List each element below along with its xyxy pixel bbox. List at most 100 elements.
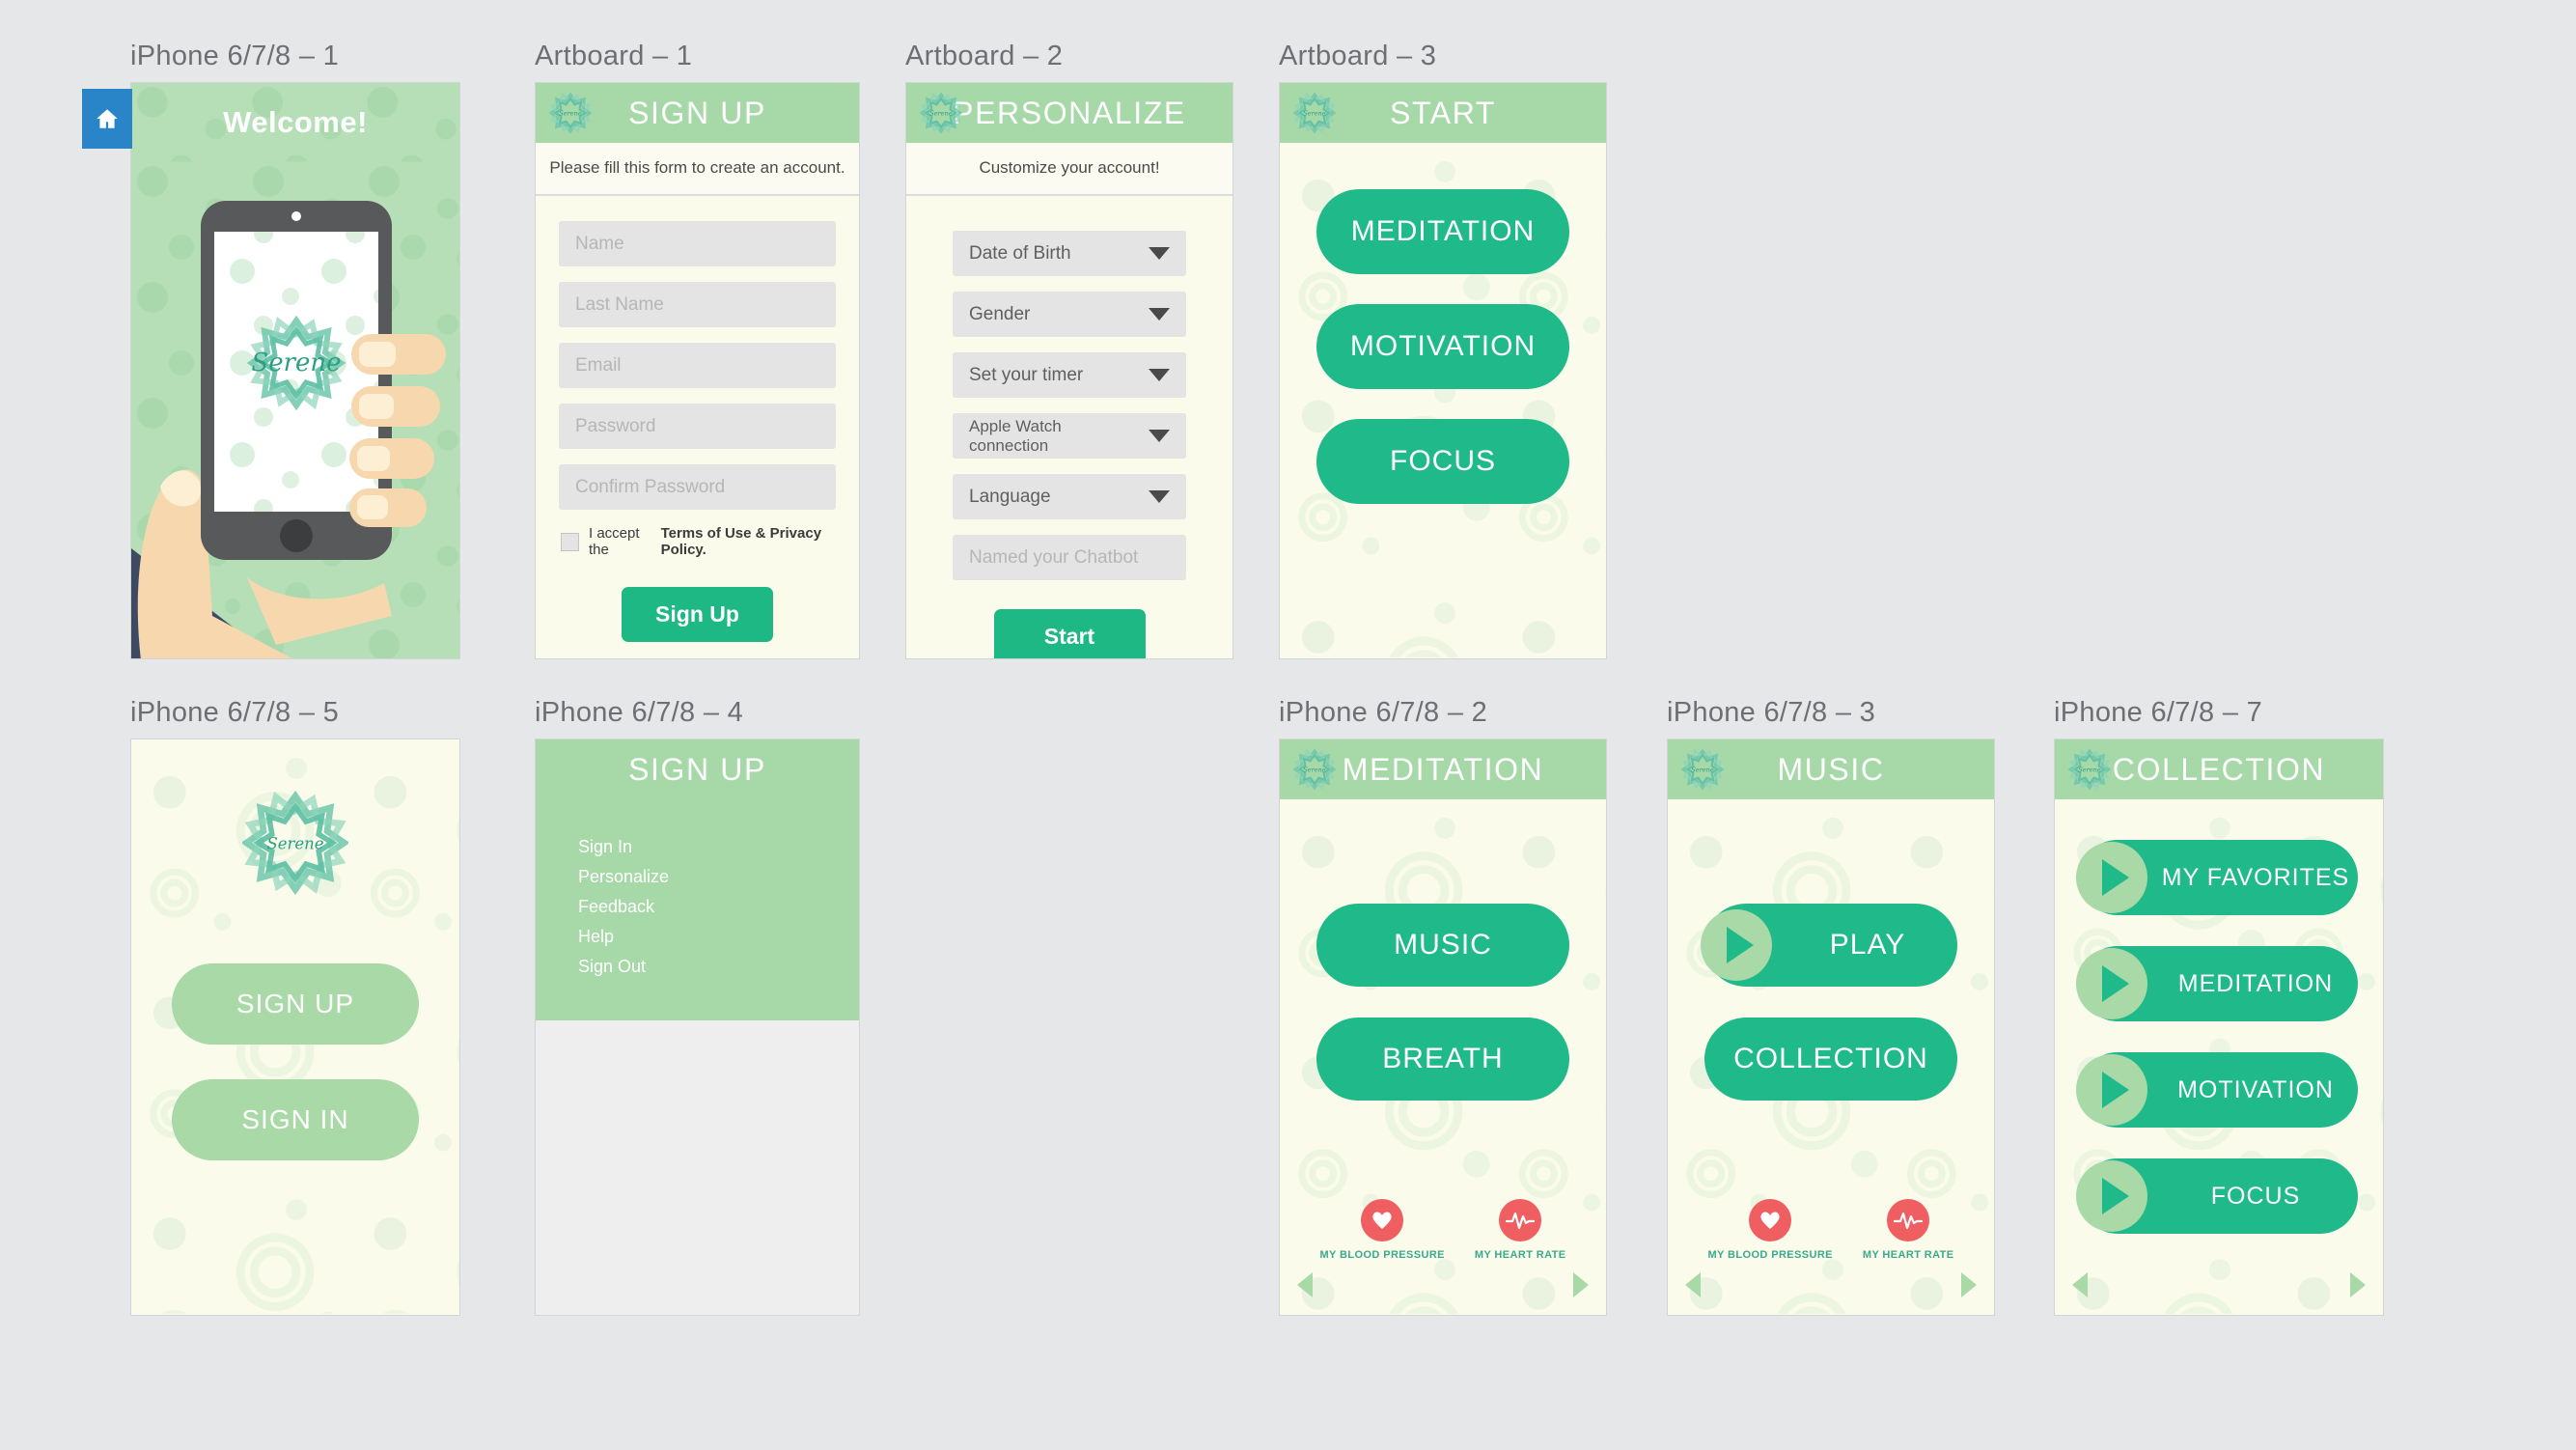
play-icon	[1701, 909, 1772, 981]
next-arrow-icon[interactable]	[1573, 1272, 1589, 1297]
menu-item-feedback[interactable]: Feedback	[578, 897, 655, 916]
artboard-label: Artboard – 3	[1279, 41, 1437, 71]
email-input[interactable]: Email	[559, 343, 836, 388]
chatbot-name-input[interactable]: Named your Chatbot	[953, 535, 1186, 580]
collection-body: MY FAVORITES MEDITATION MOTIVATION FOCUS	[2055, 799, 2383, 1315]
motivation-button[interactable]: MOTIVATION	[1316, 304, 1569, 389]
serene-logo-icon: Serene	[1293, 92, 1336, 134]
chevron-down-icon	[1149, 490, 1170, 503]
motivation-button[interactable]: MOTIVATION	[2076, 1052, 2358, 1128]
header-title: MEDITATION	[1342, 751, 1544, 787]
menu-item-help[interactable]: Help	[578, 927, 615, 946]
meditation-body: MUSIC BREATH MY BLOOD PRESSURE	[1280, 799, 1606, 1315]
next-arrow-icon[interactable]	[1961, 1272, 1977, 1297]
button-label: PLAY	[1829, 929, 1906, 961]
menu-list: Sign In Personalize Feedback Help Sign O…	[536, 799, 859, 1020]
terms-row: I accept the Terms of Use & Privacy Poli…	[561, 525, 836, 558]
meditation-button[interactable]: MEDITATION	[1316, 189, 1569, 274]
home-badge[interactable]	[82, 89, 132, 149]
sign-up-button[interactable]: Sign Up	[622, 587, 773, 642]
button-label: FOCUS	[1390, 445, 1496, 477]
button-label: MEDITATION	[1350, 215, 1536, 247]
welcome-screen: Welcome!	[130, 82, 460, 659]
heart-rate-shortcut[interactable]: MY HEART RATE	[1475, 1199, 1566, 1261]
previous-arrow-icon[interactable]	[2072, 1272, 2088, 1297]
breath-button[interactable]: BREATH	[1316, 1018, 1569, 1101]
svg-text:Serene: Serene	[1691, 767, 1714, 774]
collection-button[interactable]: COLLECTION	[1704, 1018, 1957, 1101]
svg-text:Serene: Serene	[929, 110, 953, 118]
serene-logo-icon: Serene	[1293, 748, 1336, 791]
blood-pressure-shortcut[interactable]: MY BLOOD PRESSURE	[1319, 1199, 1445, 1261]
header-title: MUSIC	[1777, 751, 1885, 787]
button-label: MUSIC	[1394, 929, 1492, 961]
button-label: FOCUS	[2210, 1182, 2301, 1210]
artboard-label: Artboard – 2	[905, 41, 1064, 71]
chevron-down-icon	[1149, 247, 1170, 260]
artboard-personalize: Artboard – 2 Serene PERSONALIZE Customiz…	[905, 41, 1233, 659]
health-shortcuts: MY BLOOD PRESSURE MY HEART RATE	[1280, 1199, 1606, 1261]
sign-in-button[interactable]: SIGN IN	[172, 1079, 419, 1160]
select-label: Gender	[969, 303, 1031, 324]
artboard-label: iPhone 6/7/8 – 1	[130, 41, 340, 71]
previous-arrow-icon[interactable]	[1685, 1272, 1701, 1297]
music-button[interactable]: MUSIC	[1316, 904, 1569, 987]
name-input[interactable]: Name	[559, 221, 836, 266]
artboard-iphone-1: iPhone 6/7/8 – 1 Welcome!	[82, 41, 460, 659]
terms-checkbox[interactable]	[561, 532, 579, 551]
start-header: Serene START	[1280, 83, 1606, 143]
menu-item-sign-in[interactable]: Sign In	[578, 837, 633, 856]
shortcut-label: MY HEART RATE	[1474, 1249, 1566, 1261]
menu-item-personalize[interactable]: Personalize	[578, 867, 670, 886]
shortcut-label: MY BLOOD PRESSURE	[1707, 1249, 1833, 1261]
signup-form: Name Last Name Email Password Confirm Pa…	[536, 196, 859, 658]
artboard-signup: Artboard – 1 Serene SIGN UP Please fill …	[535, 41, 860, 659]
personalize-form: Date of Birth Gender Set your timer Appl…	[906, 196, 1233, 658]
gender-select[interactable]: Gender	[953, 292, 1186, 337]
meditation-header: Serene MEDITATION	[1280, 739, 1606, 799]
sign-up-button[interactable]: SIGN UP	[172, 963, 419, 1045]
header-title: SIGN UP	[628, 95, 766, 130]
heart-icon	[1749, 1199, 1792, 1241]
select-label: Apple Watch connection	[969, 416, 1062, 455]
button-label: COLLECTION	[1733, 1043, 1928, 1074]
button-label: SIGN IN	[241, 1104, 349, 1134]
shortcut-label: MY HEART RATE	[1862, 1249, 1954, 1261]
menu-header: SIGN UP	[536, 739, 859, 799]
signup-screen: Serene SIGN UP Please fill this form to …	[535, 82, 860, 659]
menu-item-sign-out[interactable]: Sign Out	[578, 957, 647, 976]
phone-illustration: Serene	[131, 162, 459, 658]
serene-logo-icon: Serene	[920, 92, 962, 134]
menu-screen: SIGN UP Sign In Personalize Feedback Hel…	[535, 739, 860, 1316]
heart-rate-shortcut[interactable]: MY HEART RATE	[1863, 1199, 1954, 1261]
personalize-screen: Serene PERSONALIZE Customize your accoun…	[905, 82, 1233, 659]
pulse-icon	[1499, 1199, 1542, 1241]
artboard-splash: iPhone 6/7/8 – 5 Serene SIGN UP SIGN IN	[130, 697, 460, 1316]
my-favorites-button[interactable]: MY FAVORITES	[2076, 840, 2358, 915]
last-name-input[interactable]: Last Name	[559, 282, 836, 327]
date-of-birth-select[interactable]: Date of Birth	[953, 231, 1186, 276]
chevron-down-icon	[1149, 308, 1170, 321]
confirm-password-input[interactable]: Confirm Password	[559, 464, 836, 510]
timer-select[interactable]: Set your timer	[953, 352, 1186, 398]
heart-icon	[1361, 1199, 1404, 1241]
blood-pressure-shortcut[interactable]: MY BLOOD PRESSURE	[1707, 1199, 1833, 1261]
artboard-label: Artboard – 1	[535, 41, 693, 71]
language-select[interactable]: Language	[953, 474, 1186, 519]
pagination-arrows	[1280, 1272, 1606, 1297]
start-button[interactable]: Start	[993, 609, 1146, 658]
focus-button[interactable]: FOCUS	[1316, 419, 1569, 504]
apple-watch-select[interactable]: Apple Watch connection	[953, 413, 1186, 459]
start-screen: Serene START MEDITATION MOTIVATION FOCUS	[1279, 82, 1607, 659]
artboard-start: Artboard – 3 Serene START MEDITATION	[1279, 41, 1607, 659]
next-arrow-icon[interactable]	[2350, 1272, 2366, 1297]
focus-button[interactable]: FOCUS	[2076, 1158, 2358, 1234]
music-body: PLAY COLLECTION MY BLOOD PRESSURE	[1668, 799, 1994, 1315]
previous-arrow-icon[interactable]	[1297, 1272, 1313, 1297]
health-shortcuts: MY BLOOD PRESSURE MY HEART RATE	[1668, 1199, 1994, 1261]
meditation-button[interactable]: MEDITATION	[2076, 946, 2358, 1021]
collection-screen: Serene COLLECTION MY FAVORITES MEDITATIO…	[2054, 739, 2384, 1316]
terms-link[interactable]: Terms of Use & Privacy Policy.	[660, 525, 822, 558]
password-input[interactable]: Password	[559, 404, 836, 449]
play-button[interactable]: PLAY	[1701, 904, 1957, 987]
